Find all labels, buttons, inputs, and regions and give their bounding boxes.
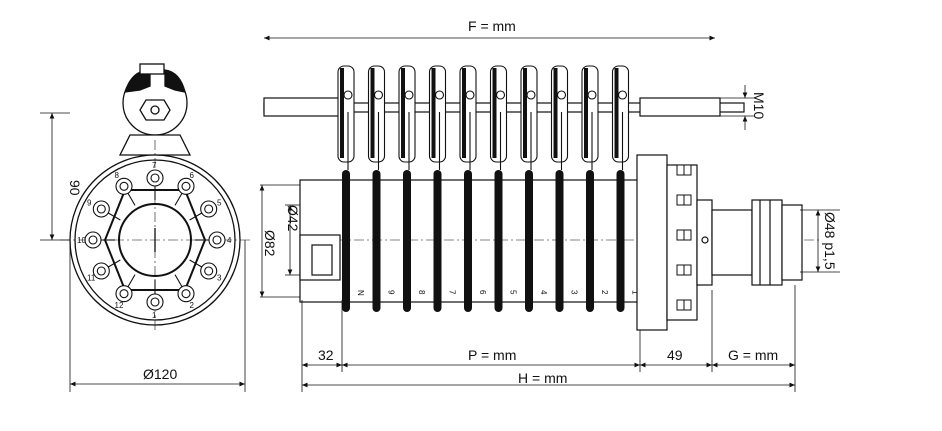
dim-F-label: F = mm [468,18,516,34]
flange-terminal-label: 5 [217,199,222,208]
brush-holder [611,65,630,170]
brush-holder [367,65,386,170]
flange-terminal [115,177,136,206]
slip-ring [403,170,411,312]
slip-ring [494,170,503,312]
slip-ring [464,170,472,312]
slip-ring [433,170,442,312]
flange-terminal-label: 1 [152,311,157,320]
slip-ring [525,170,533,312]
flange-terminal [189,259,218,280]
ring-label: 9 [387,290,396,295]
left-threaded-end [263,97,340,117]
brush-holder [489,65,508,170]
brush-holder [337,65,355,170]
dim-82-label: Ø82 [262,230,278,257]
ring-label: N [356,290,365,296]
side-dimensions [259,35,840,392]
terminal-studs [676,164,692,311]
dim-42-label: Ø42 [285,205,301,232]
flange-terminal-label: 11 [87,274,96,283]
ring-label: 7 [448,290,457,295]
ring-label: 4 [539,290,548,295]
front-dimensions [40,112,246,392]
dim-P-label: P = mm [468,347,516,363]
flange-terminal-label: 4 [227,236,232,245]
slip-ring [372,170,381,312]
flange-terminal-label: 6 [190,171,195,180]
flange-terminal [115,274,136,303]
brush-holder [520,65,538,170]
brush-holder [459,65,477,170]
flange-terminal [195,231,226,249]
dim-120-label: Ø120 [143,366,177,382]
terminal-stud [676,164,692,176]
flange-terminal-label: 7 [152,161,157,170]
flange-terminal [92,200,121,221]
dim-M10-label: M10 [751,92,767,119]
brush-holder [550,65,569,170]
flange-terminals [84,169,226,311]
brush-holders [337,65,630,170]
flange-terminal-label: 3 [217,274,222,283]
brush-holder [428,65,447,170]
ring-labels: N 9 8 7 6 5 4 3 2 1 [356,290,640,296]
dim-G-label: G = mm [728,347,778,363]
flange-terminal [92,259,121,280]
flange-terminal-label: 8 [115,171,120,180]
ring-label: 5 [509,290,518,295]
slip-ring [586,170,594,312]
flange-terminal [84,231,115,249]
terminal-stud [676,299,692,311]
dim-H-label: H = mm [518,370,567,386]
ring-label: 2 [600,290,609,295]
terminal-stud [676,264,692,276]
dim-49-label: 49 [667,347,683,363]
flange-terminal [146,280,164,311]
flange-terminal [146,169,164,200]
flange-terminal-label: 2 [190,301,195,310]
ring-label: 1 [631,290,640,295]
dim-32-label: 32 [318,347,334,363]
ring-label: 8 [417,290,426,295]
terminal-stud [676,194,692,206]
flange-terminal-labels: 8 7 6 5 4 3 2 1 12 11 10 9 [77,161,232,320]
brush-holder [398,65,416,170]
slip-ring [342,170,350,312]
flange-terminal [174,274,195,303]
brush-holder [581,65,599,170]
flange-terminal-label: 9 [87,199,92,208]
terminal-end [636,154,803,331]
slip-rings [342,170,625,312]
flange-terminal [189,200,218,221]
ring-label: 6 [478,290,487,295]
dim-48-label: Ø48 p1,5 [822,212,838,270]
terminal-stud [676,229,692,241]
flange-terminal-label: 10 [77,236,86,245]
ring-label: 3 [570,290,579,295]
slip-ring [616,170,625,312]
dim-90-label: 90 [67,180,83,196]
hex-nut [139,99,171,121]
flange-terminal [174,177,195,206]
right-threaded-end [639,97,721,117]
slip-ring [555,170,564,312]
flange-terminal-label: 12 [115,301,124,310]
